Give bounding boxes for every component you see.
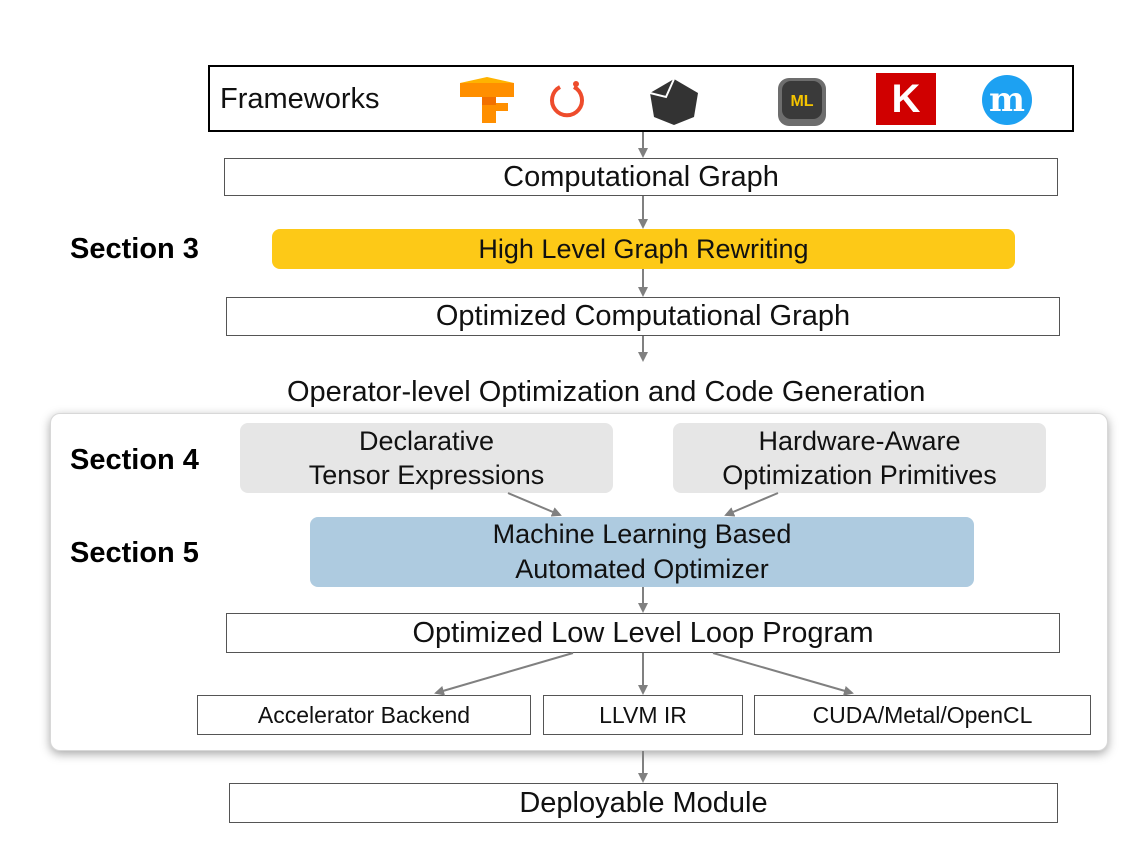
tensor-expressions-node: Declarative Tensor Expressions: [240, 423, 613, 493]
accelerator-backend-node: Accelerator Backend: [197, 695, 531, 735]
keras-icon: K: [876, 73, 936, 125]
computational-graph-label: Computational Graph: [503, 160, 779, 193]
pytorch-icon: [550, 81, 584, 118]
tensor-expressions-line1: Declarative: [358, 426, 495, 456]
llvm-ir-node: LLVM IR: [543, 695, 743, 735]
tensor-expressions-line2: Tensor Expressions: [308, 460, 545, 490]
deployable-module-node: Deployable Module: [229, 783, 1058, 823]
graph-rewriting-node: High Level Graph Rewriting: [272, 229, 1015, 269]
mxnet-icon: m: [982, 75, 1032, 125]
onnx-icon: [649, 78, 698, 125]
section3-label: Section 3: [70, 233, 199, 265]
tensorflow-icon: [460, 77, 514, 123]
computational-graph-node: Computational Graph: [224, 158, 1058, 196]
optimized-graph-node: Optimized Computational Graph: [226, 297, 1060, 336]
hw-primitives-line2: Optimization Primitives: [722, 460, 997, 490]
graph-rewriting-label: High Level Graph Rewriting: [478, 233, 809, 264]
hw-primitives-node: Hardware-Aware Optimization Primitives: [673, 423, 1046, 493]
section5-label: Section 5: [70, 537, 199, 569]
ml-optimizer-line2: Automated Optimizer: [515, 554, 769, 584]
frameworks-label: Frameworks: [220, 83, 380, 115]
deployable-module-label: Deployable Module: [519, 786, 768, 819]
ml-optimizer-line1: Machine Learning Based: [492, 519, 792, 549]
cuda-metal-opencl-label: CUDA/Metal/OpenCL: [812, 701, 1033, 728]
loop-program-node: Optimized Low Level Loop Program: [226, 613, 1060, 653]
section4-label: Section 4: [70, 444, 199, 476]
llvm-ir-label: LLVM IR: [599, 701, 687, 728]
coreml-icon: ML: [778, 78, 826, 126]
operator-level-title: Operator-level Optimization and Code Gen…: [287, 376, 926, 408]
ml-optimizer-node: Machine Learning Based Automated Optimiz…: [310, 517, 974, 587]
cuda-metal-opencl-node: CUDA/Metal/OpenCL: [754, 695, 1091, 735]
accelerator-backend-label: Accelerator Backend: [257, 701, 471, 728]
optimized-graph-label: Optimized Computational Graph: [435, 300, 851, 332]
hw-primitives-line1: Hardware-Aware: [758, 426, 961, 456]
frameworks-bar: Frameworks ML K m: [208, 65, 1074, 132]
loop-program-label: Optimized Low Level Loop Program: [412, 616, 874, 649]
svg-text:ML: ML: [790, 93, 813, 110]
